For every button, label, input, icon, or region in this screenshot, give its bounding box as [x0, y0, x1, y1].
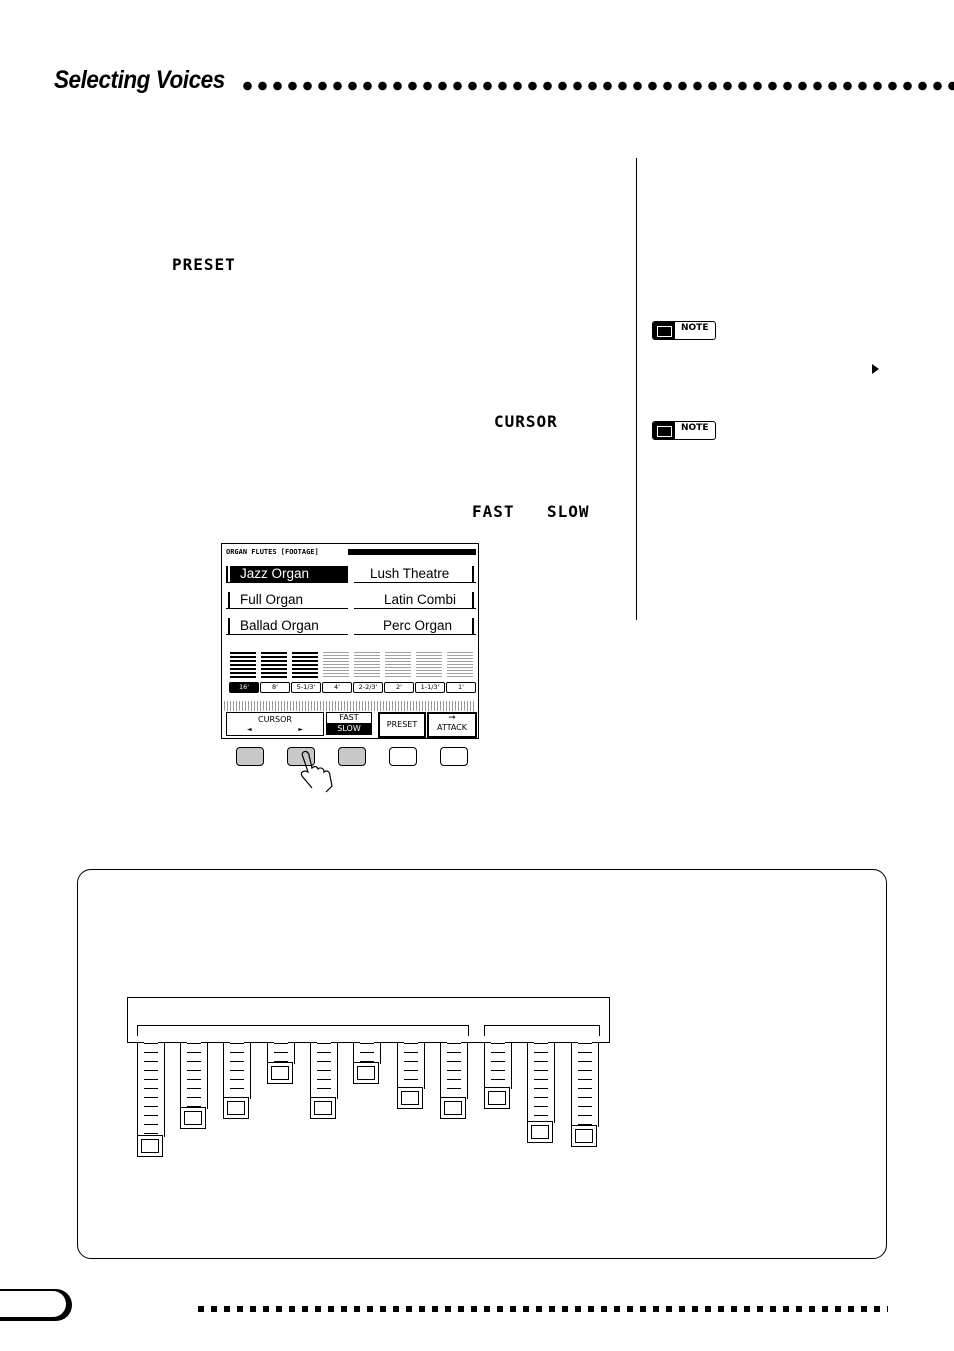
drawbar-handle[interactable] — [440, 1097, 466, 1119]
page-title: Selecting Voices — [54, 66, 225, 94]
drawbar-info-box — [77, 869, 887, 1259]
footage-label[interactable]: 1' — [446, 682, 476, 693]
drawbar-7[interactable] — [397, 1042, 425, 1089]
drawbar-handle[interactable] — [571, 1125, 597, 1147]
lcd-header-bar — [348, 549, 476, 555]
footage-label[interactable]: 1-1/3' — [415, 682, 445, 693]
drawbar-handle[interactable] — [223, 1097, 249, 1119]
drawbar-3[interactable] — [223, 1042, 251, 1099]
footage-label[interactable]: 5-1/3' — [291, 682, 321, 693]
fast-slow-softkey[interactable]: FAST SLOW — [326, 712, 372, 735]
lcd-separator — [224, 701, 476, 711]
drawbar-10[interactable] — [527, 1042, 555, 1123]
drawbar-2[interactable] — [180, 1042, 208, 1109]
panel-button-1[interactable] — [236, 747, 264, 766]
voice-perc-organ[interactable]: Perc Organ — [354, 618, 476, 635]
panel-button-3[interactable] — [338, 747, 366, 766]
voice-full-organ[interactable]: Full Organ — [226, 592, 348, 609]
attack-softkey[interactable]: ➞ ATTACK — [427, 712, 477, 738]
drawbar-6[interactable] — [353, 1042, 381, 1064]
drawbar-1[interactable] — [137, 1042, 165, 1137]
voice-jazz-organ[interactable]: Jazz Organ — [226, 566, 348, 583]
cursor-right-icon: ► — [298, 726, 303, 733]
drawbar-handle[interactable] — [484, 1087, 510, 1109]
drawbar-4[interactable] — [267, 1042, 295, 1064]
arrow-right-icon: ➞ — [448, 713, 456, 723]
panel-button-2[interactable] — [287, 747, 315, 766]
drawbar-handle[interactable] — [180, 1107, 206, 1129]
footage-label[interactable]: 2-2/3' — [353, 682, 383, 693]
note-icon — [653, 422, 675, 439]
drawbar-handle[interactable] — [397, 1087, 423, 1109]
drawbar-handle[interactable] — [527, 1121, 553, 1143]
drawbar-group-bracket-extra — [484, 1025, 600, 1036]
column-divider — [636, 158, 637, 620]
hand-pressing-icon — [300, 750, 333, 793]
note-badge: NOTE — [652, 321, 716, 340]
panel-button-4[interactable] — [389, 747, 417, 766]
note-icon — [653, 322, 675, 339]
drawbar-group-bracket-flutes — [137, 1025, 469, 1036]
drawbar-handle[interactable] — [267, 1062, 293, 1084]
drawbar-5[interactable] — [310, 1042, 338, 1099]
keyword-cursor: CURSOR — [494, 412, 558, 431]
cursor-left-icon: ◄ — [247, 726, 252, 733]
footer-dot-rule — [198, 1306, 888, 1312]
drawbar-handle[interactable] — [310, 1097, 336, 1119]
title-dot-rule — [240, 80, 954, 92]
drawbar-frame — [127, 997, 610, 1043]
footage-label[interactable]: 8' — [260, 682, 290, 693]
footage-bar — [354, 652, 380, 678]
voice-latin-combi[interactable]: Latin Combi — [354, 592, 476, 609]
voice-ballad-organ[interactable]: Ballad Organ — [226, 618, 348, 635]
keyword-slow: SLOW — [547, 502, 590, 521]
cursor-softkey[interactable]: CURSOR ◄ ► — [226, 712, 324, 736]
triangle-arrow-icon — [872, 364, 879, 374]
note-badge: NOTE — [652, 421, 716, 440]
footage-bar — [230, 652, 256, 678]
drawbar-handle[interactable] — [353, 1062, 379, 1084]
lcd-header: ORGAN FLUTES [FOOTAGE] — [226, 548, 319, 556]
panel-button-5[interactable] — [440, 747, 468, 766]
preset-softkey[interactable]: PRESET — [378, 712, 426, 738]
footage-label[interactable]: 16' — [229, 682, 259, 693]
footage-bar — [292, 652, 318, 678]
drawbar-handle[interactable] — [137, 1135, 163, 1157]
footage-label[interactable]: 2' — [384, 682, 414, 693]
footage-bar — [447, 652, 473, 678]
keyword-preset: PRESET — [172, 255, 236, 274]
footage-label[interactable]: 4' — [322, 682, 352, 693]
footage-bar — [416, 652, 442, 678]
drawbar-11[interactable] — [571, 1042, 599, 1127]
footage-bar — [385, 652, 411, 678]
drawbar-9[interactable] — [484, 1042, 512, 1089]
footage-bar — [261, 652, 287, 678]
keyword-fast: FAST — [472, 502, 515, 521]
footage-bar — [323, 652, 349, 678]
lcd-display: ORGAN FLUTES [FOOTAGE] Jazz Organ Lush T… — [221, 543, 479, 739]
drawbar-8[interactable] — [440, 1042, 468, 1099]
voice-lush-theatre[interactable]: Lush Theatre — [354, 566, 476, 583]
